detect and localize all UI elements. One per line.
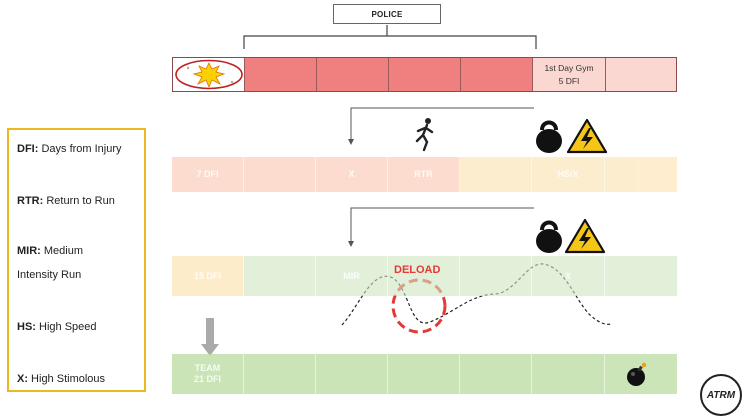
gym-cell: 1st Day Gym 5 DFI <box>533 58 606 91</box>
phase-cell <box>388 256 460 296</box>
deload-label: DELOAD <box>394 264 441 276</box>
injury-cell <box>173 58 245 91</box>
team-line2: 21 DFI <box>193 374 221 384</box>
explosion-icon <box>174 59 243 90</box>
kettlebell-icon <box>536 120 562 153</box>
legend-item: MIR: Medium <box>17 245 84 257</box>
kettlebell-icon <box>536 220 562 253</box>
team-line1: TEAM <box>194 363 221 373</box>
arrow-head-2 <box>348 241 354 247</box>
timeline-day-cell <box>606 58 676 91</box>
bomb-icon <box>627 362 647 386</box>
phase-cell: X <box>316 157 388 192</box>
phase-row-4: TEAM 21 DFI <box>172 354 677 394</box>
timeline-row: 1st Day Gym 5 DFI <box>172 57 677 92</box>
arrow-line-2 <box>350 207 534 242</box>
phase-cell: RTR <box>388 157 460 192</box>
runner-icon <box>415 118 434 152</box>
phase-cell <box>532 354 605 394</box>
warning-icon <box>566 118 608 154</box>
phase-row-3: 15 DFI MIR X <box>172 256 677 296</box>
phase-cell: X <box>532 256 605 296</box>
legend-item: Intensity Run <box>17 269 82 281</box>
legend-item: RTR: Return to Run <box>17 195 115 207</box>
logo-icon: ATRM <box>700 374 742 416</box>
phase-cell <box>605 256 677 296</box>
phase-row-2: 7 DFI X RTR HS/X <box>172 157 677 192</box>
legend-item: HS: High Speed <box>17 321 97 333</box>
warning-icon <box>564 218 606 254</box>
legend-box: DFI: Days from Injury RTR: Return to Run… <box>7 128 146 392</box>
police-label: POLICE <box>333 4 441 24</box>
phase-cell <box>244 354 316 394</box>
police-bracket <box>243 25 537 49</box>
timeline-day-cell <box>245 58 317 91</box>
deload-circle <box>391 278 447 334</box>
phase-cell <box>244 157 316 192</box>
phase-cell <box>460 354 532 394</box>
phase-cell: HS/X <box>532 157 605 192</box>
phase-cell <box>460 256 532 296</box>
legend-item: X: High Stimolous <box>17 373 106 385</box>
phase-cell: MIR <box>316 256 388 296</box>
arrow-head-1 <box>348 139 354 145</box>
timeline-day-cell <box>317 58 389 91</box>
phase-cell: 15 DFI <box>172 256 244 296</box>
phase-cell: 7 DFI <box>172 157 244 192</box>
timeline-day-cell <box>461 58 533 91</box>
legend-item: DFI: Days from Injury <box>17 143 122 155</box>
gym-line2: 5 DFI <box>558 75 580 86</box>
gym-line1: 1st Day Gym <box>544 62 594 73</box>
phase-cell <box>316 354 388 394</box>
down-arrow-icon <box>201 318 219 356</box>
phase-cell <box>244 256 316 296</box>
timeline-day-cell <box>389 58 461 91</box>
phase-cell <box>605 157 677 192</box>
phase-cell <box>388 354 460 394</box>
team-cell: TEAM 21 DFI <box>172 354 244 394</box>
phase-cell <box>460 157 532 192</box>
arrow-line-1 <box>350 107 534 140</box>
